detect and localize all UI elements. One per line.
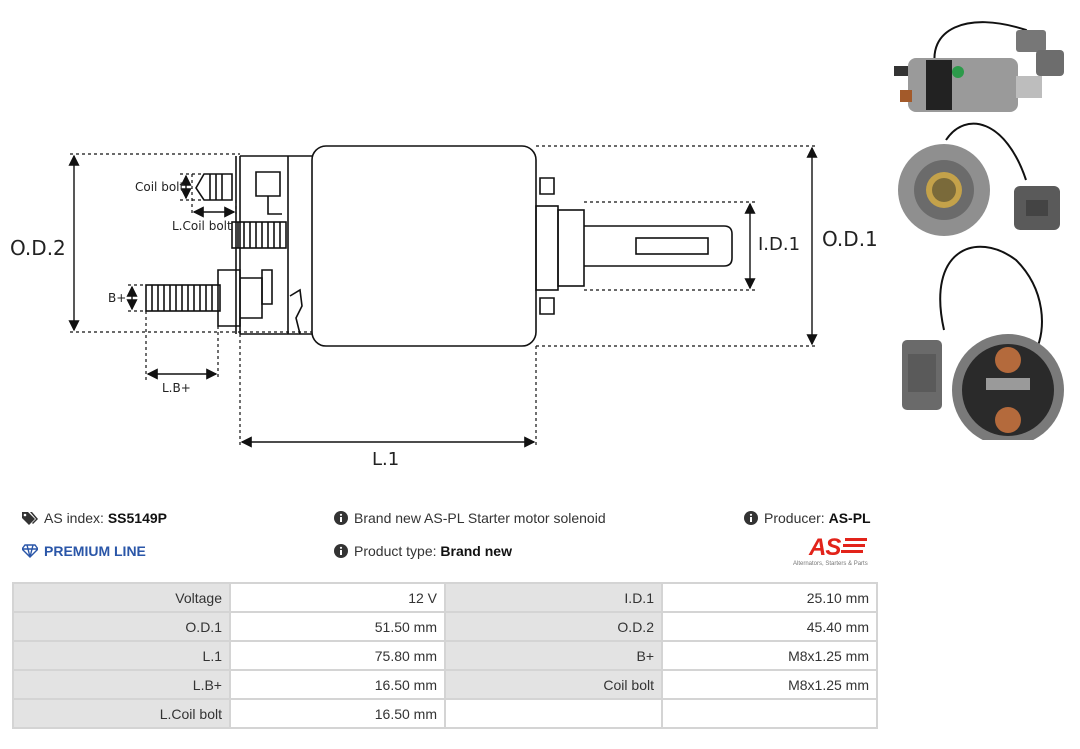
table-row: L.1 75.80 mm B+ M8x1.25 mm [12,640,878,671]
product-type: Product type: Brand new [334,543,512,559]
spec-label: L.1 [12,640,231,671]
producer-value: AS-PL [828,510,871,526]
spec-value: 16.50 mm [229,669,446,700]
logo-text: AS [809,534,841,561]
spec-label: O.D.1 [12,611,231,642]
spec-value-empty [661,698,878,729]
spec-value: 45.40 mm [661,611,878,642]
coil-bolt-label: Coil bolt [135,180,184,194]
spec-label: L.B+ [12,669,231,700]
spec-label: L.Coil bolt [12,698,231,729]
spec-value: 16.50 mm [229,698,446,729]
spec-label: O.D.2 [444,611,663,642]
spec-value: 75.80 mm [229,640,446,671]
as-index: AS index: SS5149P [22,510,167,526]
tags-icon [22,512,38,525]
diamond-icon [22,544,38,558]
photo-back-view [902,245,1064,440]
photo-side-view [894,21,1064,112]
specs-table: Voltage 12 V I.D.1 25.10 mm O.D.1 51.50 … [12,582,878,729]
b-plus-label: B+ [108,291,126,305]
spec-label: I.D.1 [444,582,663,613]
id1-label: I.D.1 [758,234,800,255]
l1-label: L.1 [372,449,399,470]
spec-label: B+ [444,640,663,671]
dimension-drawing: O.D.2 O.D.1 I.D.1 L.1 Coil bolt L.Coil b… [10,145,878,470]
table-row: L.Coil bolt 16.50 mm [12,698,878,729]
table-row: O.D.1 51.50 mm O.D.2 45.40 mm [12,611,878,642]
photo-front-view [898,122,1060,236]
premium-line[interactable]: PREMIUM LINE [22,543,146,559]
spec-label: Voltage [12,582,231,613]
spec-value: 12 V [229,582,446,613]
spec-label-empty [444,698,663,729]
table-row: L.B+ 16.50 mm Coil bolt M8x1.25 mm [12,669,878,700]
info-icon [334,511,348,525]
od1-label: O.D.1 [822,227,878,251]
od2-label: O.D.2 [10,236,66,260]
product-photos [894,21,1064,440]
description: Brand new AS-PL Starter motor solenoid [334,510,606,526]
product-type-value: Brand new [440,543,512,559]
table-row: Voltage 12 V I.D.1 25.10 mm [12,582,878,613]
l-b-plus-label: L.B+ [162,381,191,395]
spec-value: 25.10 mm [661,582,878,613]
info-icon [334,544,348,558]
spec-value: 51.50 mm [229,611,446,642]
as-pl-logo: AS Alternators, Starters & Parts [793,534,877,570]
spec-label: Coil bolt [444,669,663,700]
solenoid-body [311,145,537,347]
spec-value: M8x1.25 mm [661,640,878,671]
spec-value: M8x1.25 mm [661,669,878,700]
info-icon [744,511,758,525]
logo-tagline: Alternators, Starters & Parts [793,561,868,567]
as-index-value: SS5149P [107,510,167,526]
producer: Producer: AS-PL [744,510,871,526]
l-coil-bolt-label: L.Coil bolt [172,219,232,233]
